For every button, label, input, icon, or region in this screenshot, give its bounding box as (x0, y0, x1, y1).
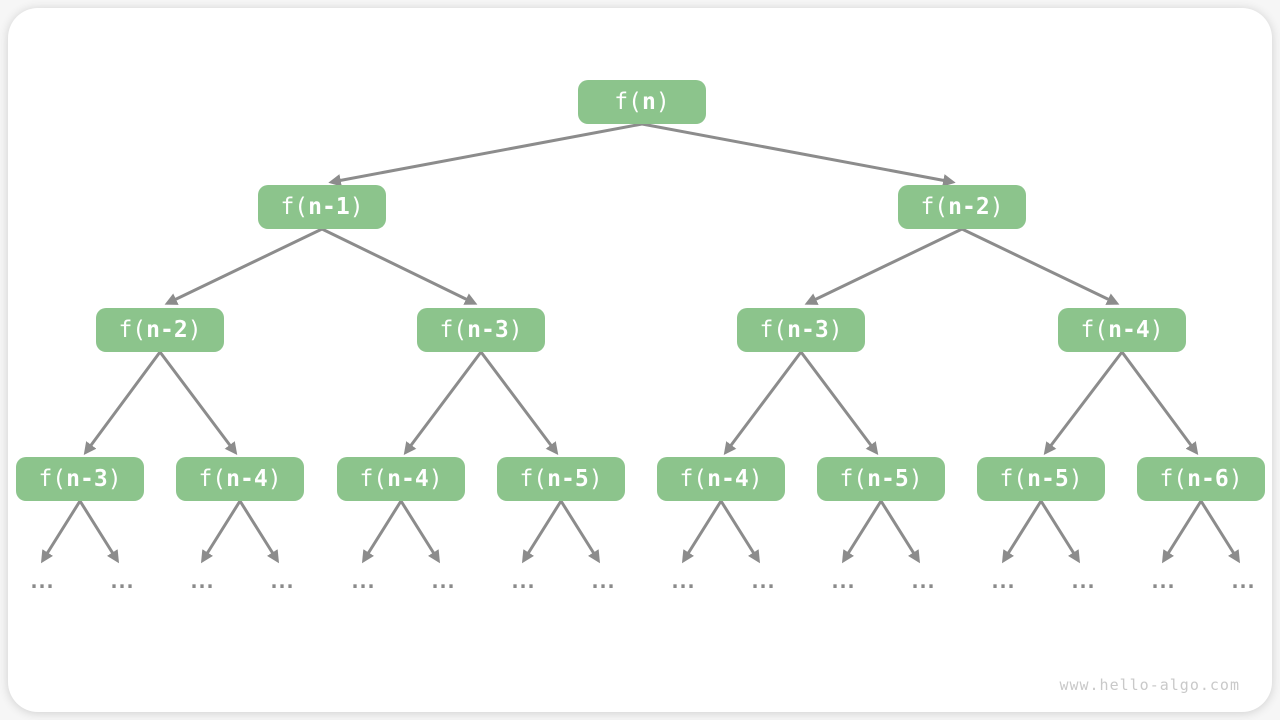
node-label-arg: n-1 (308, 194, 350, 220)
node-label-post: ) (588, 466, 603, 492)
node-label-pre: f( (679, 466, 708, 492)
tree-node: f(n) (578, 80, 706, 124)
node-label-post: ) (267, 466, 282, 492)
ellipsis: ... (508, 569, 537, 593)
tree-node: f(n-4) (176, 457, 304, 501)
tree-node: f(n-5) (817, 457, 945, 501)
node-label-post: ) (828, 317, 843, 343)
node-label-arg: n-4 (387, 466, 429, 492)
ellipsis: ... (748, 569, 777, 593)
node-label-arg: n-4 (226, 466, 268, 492)
node-label-arg: n-3 (787, 317, 829, 343)
node-label-arg: n-2 (146, 317, 188, 343)
ellipsis: ... (27, 569, 56, 593)
node-label-arg: n-5 (867, 466, 909, 492)
node-label-pre: f( (1080, 317, 1109, 343)
node-label-post: ) (989, 194, 1004, 220)
node-label-post: ) (1068, 466, 1083, 492)
node-label-pre: f( (359, 466, 388, 492)
node-label-pre: f( (614, 89, 642, 115)
ellipsis: ... (668, 569, 697, 593)
tree-node: f(n-5) (977, 457, 1105, 501)
node-label-post: ) (428, 466, 443, 492)
ellipsis: ... (1148, 569, 1177, 593)
node-label-pre: f( (999, 466, 1028, 492)
ellipsis: ... (1068, 569, 1097, 593)
ellipsis: ... (187, 569, 216, 593)
ellipsis: ... (1228, 569, 1257, 593)
tree-node: f(n-3) (737, 308, 865, 352)
tree-node: f(n-1) (258, 185, 386, 229)
tree-node: f(n-3) (417, 308, 545, 352)
node-label-arg: n (641, 89, 656, 115)
node-label-post: ) (508, 317, 523, 343)
tree-node: f(n-6) (1137, 457, 1265, 501)
node-label-post: ) (1149, 317, 1164, 343)
node-label-pre: f( (1159, 466, 1188, 492)
tree-node: f(n-3) (16, 457, 144, 501)
ellipsis: ... (267, 569, 296, 593)
node-label-post: ) (349, 194, 364, 220)
ellipsis: ... (828, 569, 857, 593)
node-label-post: ) (1228, 466, 1243, 492)
node-label-pre: f( (839, 466, 868, 492)
node-label-arg: n-3 (467, 317, 509, 343)
node-label-post: ) (107, 466, 122, 492)
node-label-post: ) (655, 89, 670, 115)
node-label-post: ) (748, 466, 763, 492)
ellipsis: ... (428, 569, 457, 593)
node-label-pre: f( (519, 466, 548, 492)
tree-node: f(n-2) (898, 185, 1026, 229)
ellipsis: ... (908, 569, 937, 593)
node-label-arg: n-4 (1108, 317, 1150, 343)
watermark: www.hello-algo.com (1059, 676, 1240, 694)
node-label-pre: f( (759, 317, 788, 343)
tree-node: f(n-5) (497, 457, 625, 501)
node-label-post: ) (908, 466, 923, 492)
node-label-pre: f( (38, 466, 67, 492)
node-label-arg: n-5 (547, 466, 589, 492)
node-label-post: ) (187, 317, 202, 343)
ellipsis: ... (588, 569, 617, 593)
node-label-arg: n-3 (66, 466, 108, 492)
node-label-pre: f( (439, 317, 468, 343)
tree-node: f(n-2) (96, 308, 224, 352)
node-label-pre: f( (280, 194, 309, 220)
node-label-pre: f( (118, 317, 147, 343)
node-label-pre: f( (198, 466, 227, 492)
tree-node: f(n-4) (657, 457, 785, 501)
ellipsis: ... (988, 569, 1017, 593)
ellipsis: ... (107, 569, 136, 593)
node-label-pre: f( (920, 194, 949, 220)
ellipsis: ... (348, 569, 377, 593)
tree-node: f(n-4) (1058, 308, 1186, 352)
node-label-arg: n-6 (1187, 466, 1229, 492)
node-label-arg: n-5 (1027, 466, 1069, 492)
tree-node: f(n-4) (337, 457, 465, 501)
node-label-arg: n-4 (707, 466, 749, 492)
node-label-arg: n-2 (948, 194, 990, 220)
